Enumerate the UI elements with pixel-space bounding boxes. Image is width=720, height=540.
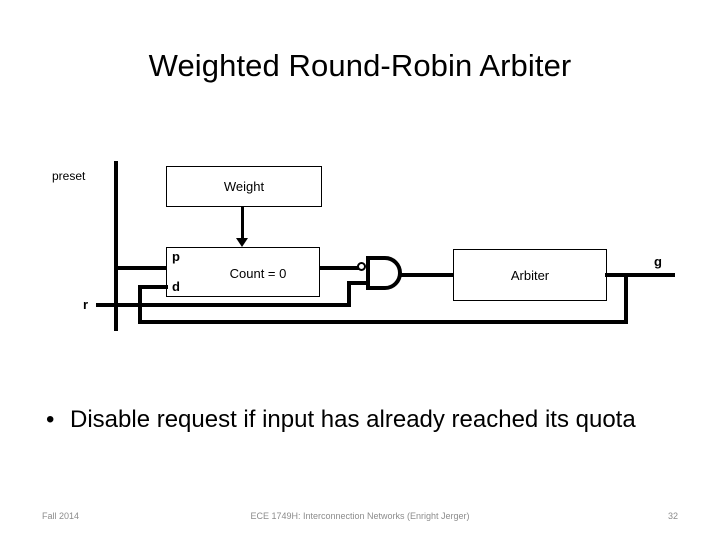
arbiter-box[interactable]: Arbiter [453, 249, 607, 301]
wire-preset-vertical [114, 161, 118, 331]
signal-label-r: r [83, 297, 89, 312]
wire-r-to-gate-v [347, 281, 351, 307]
wire-weight-to-count [241, 207, 244, 241]
wire-r-line [96, 303, 351, 307]
count-box-label: Count = 0 [229, 265, 287, 281]
and-gate-bubble-icon [357, 262, 366, 271]
signal-label-g: g [654, 254, 662, 269]
wire-gate-to-arbiter [400, 273, 455, 277]
arrowhead-weight-to-count [236, 238, 248, 247]
page-title: Weighted Round-Robin Arbiter [148, 48, 572, 83]
weight-box[interactable]: Weight [166, 166, 322, 207]
wire-r-to-gate-h [347, 281, 370, 285]
signal-label-preset: preset [52, 169, 86, 183]
wire-grant-feedback-h [138, 320, 628, 324]
port-label-p: p [172, 249, 180, 264]
arbiter-box-label: Arbiter [510, 267, 550, 283]
wire-grant-feedback-v [624, 273, 628, 324]
port-label-d: d [172, 279, 180, 294]
list-item: Disable request if input has already rea… [40, 404, 690, 435]
bullet-list: Disable request if input has already rea… [40, 404, 690, 435]
wire-count-out-to-gate [320, 266, 359, 270]
count-box[interactable]: Count = 0 [166, 247, 320, 297]
footer-term: Fall 2014 [42, 511, 80, 521]
and-gate-icon [366, 256, 402, 290]
wire-arbiter-out-g [605, 273, 675, 277]
weight-box-label: Weight [223, 179, 265, 194]
wire-preset-to-p [114, 266, 168, 270]
wire-feedback-to-d [138, 285, 168, 289]
footer: Fall 2014 ECE 1749H: Interconnection Net… [0, 508, 720, 524]
footer-course: ECE 1749H: Interconnection Networks (Enr… [250, 511, 470, 521]
footer-page-number: 32 [667, 511, 678, 521]
